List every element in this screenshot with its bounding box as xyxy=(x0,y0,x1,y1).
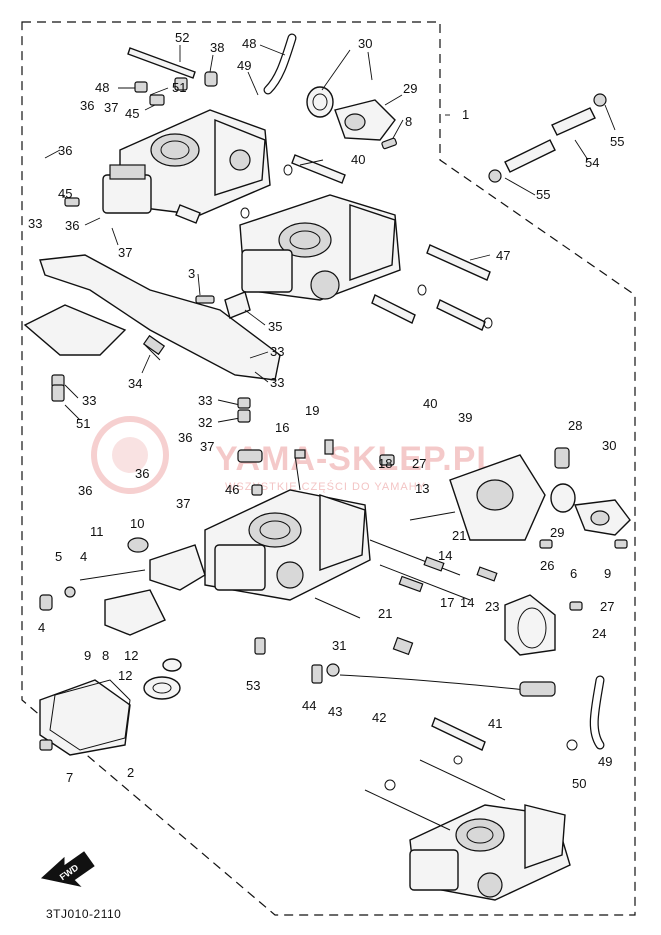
callout-5-a: 8 xyxy=(405,114,412,129)
callout-24: 24 xyxy=(592,626,606,641)
callout-19: 18 xyxy=(378,456,392,471)
callout-34: 34 xyxy=(128,376,142,391)
callout-30-b: 30 xyxy=(602,438,616,453)
callout-48-b: 49 xyxy=(598,754,612,769)
lower-carburetor xyxy=(364,755,571,901)
lower-cables xyxy=(339,674,605,751)
callout-33-a: 33 xyxy=(28,216,42,231)
forward-arrow: FWD xyxy=(40,851,95,887)
callout-55-a: 55 xyxy=(536,187,550,202)
callout-5-b: 9 xyxy=(604,566,611,581)
upper-carburetor-bank xyxy=(102,109,493,331)
callout-46: 47 xyxy=(496,248,510,263)
upper-hoses xyxy=(127,33,607,183)
callout-33-d: 33 xyxy=(82,393,96,408)
callout-22: 21 xyxy=(452,528,466,543)
callout-49: 49 xyxy=(237,58,251,73)
callout-42: 43 xyxy=(328,704,342,719)
callout-23: 23 xyxy=(485,599,499,614)
callout-36-e: 36 xyxy=(135,466,149,481)
callout-4-b: 7 xyxy=(66,770,73,785)
callout-12: 4 xyxy=(80,549,87,564)
upper-linkage-plates xyxy=(23,254,281,381)
callout-39: 40 xyxy=(423,396,437,411)
callout-37-d: 37 xyxy=(176,496,190,511)
callout-28: 28 xyxy=(568,418,582,433)
callout-17: 16 xyxy=(275,420,289,435)
callout-43: 44 xyxy=(302,698,316,713)
diagram-code: 3TJ010-2110 xyxy=(46,907,121,921)
callout-45-b: 46 xyxy=(225,482,239,497)
callout-35: 35 xyxy=(268,319,282,334)
callout-labels: 52 38 48 49 48 51 36 37 45 30 29 8 1 36 … xyxy=(28,30,624,791)
callout-20: 19 xyxy=(305,403,319,418)
callout-50: 51 xyxy=(172,80,186,95)
callout-25: 26 xyxy=(540,558,554,573)
callout-55-b: 55 xyxy=(610,134,624,149)
callout-33-e: 33 xyxy=(198,393,212,408)
callout-4-a: 6 xyxy=(570,566,577,581)
leader-lines xyxy=(44,44,616,423)
callout-3: 3 xyxy=(188,266,195,281)
callout-33-b: 33 xyxy=(270,344,284,359)
callout-7: 9 xyxy=(84,648,91,663)
callout-37-c: 37 xyxy=(200,439,214,454)
callout-40-a: 40 xyxy=(351,152,365,167)
callout-49-b: 50 xyxy=(572,776,586,791)
callout-38-b: 39 xyxy=(458,410,472,425)
callout-29-a: 29 xyxy=(403,81,417,96)
callout-44: 45 xyxy=(58,186,72,201)
callout-14: 4 xyxy=(38,620,45,635)
callout-37-a: 37 xyxy=(104,100,118,115)
assembly-boundary xyxy=(21,21,636,916)
callout-33-c: 33 xyxy=(270,375,284,390)
middle-carburetor xyxy=(39,439,631,756)
callout-6: 8 xyxy=(102,648,109,663)
callout-54: 54 xyxy=(585,155,599,170)
callout-15: 13 xyxy=(415,481,429,496)
callout-36-d: 36 xyxy=(178,430,192,445)
watermark: YAMA-SKLEP.PL WSZYSTKIE CZĘŚCI DO YAMAHY xyxy=(91,416,497,494)
callout-1: 1 xyxy=(462,107,469,122)
callout-36-c: 36 xyxy=(65,218,79,233)
callout-38: 38 xyxy=(210,40,224,55)
callout-30-a: 30 xyxy=(358,36,372,51)
callout-27: 27 xyxy=(412,456,426,471)
callout-41: 42 xyxy=(372,710,386,725)
callout-48: 48 xyxy=(242,36,256,51)
callout-51: 51 xyxy=(76,416,90,431)
callout-36-f: 36 xyxy=(78,483,92,498)
callout-18: 17 xyxy=(440,595,454,610)
callout-11: 12 xyxy=(124,648,138,663)
callout-8: 10 xyxy=(130,516,144,531)
callout-40-b: 41 xyxy=(488,716,502,731)
callout-29-b: 29 xyxy=(550,525,564,540)
callout-45-a: 45 xyxy=(125,106,139,121)
callout-36-a: 36 xyxy=(80,98,94,113)
callout-13: 5 xyxy=(55,549,62,564)
callout-53: 53 xyxy=(246,678,260,693)
callout-16-a: 14 xyxy=(438,548,452,563)
callout-10: 12 xyxy=(118,668,132,683)
callout-36-b: 36 xyxy=(58,143,72,158)
callout-37-b: 37 xyxy=(118,245,132,260)
callout-9: 11 xyxy=(90,524,104,539)
callout-2: 2 xyxy=(127,765,134,780)
callout-47: 48 xyxy=(95,80,109,95)
fasteners xyxy=(39,71,628,751)
callout-32: 32 xyxy=(198,415,212,430)
callout-21: 21 xyxy=(378,606,392,621)
watermark-subtext: WSZYSTKIE CZĘŚCI DO YAMAHY xyxy=(225,480,426,493)
callout-16-b: 14 xyxy=(460,595,474,610)
callout-52: 52 xyxy=(175,30,189,45)
callout-31: 31 xyxy=(332,638,346,653)
callout-26: 27 xyxy=(600,599,614,614)
